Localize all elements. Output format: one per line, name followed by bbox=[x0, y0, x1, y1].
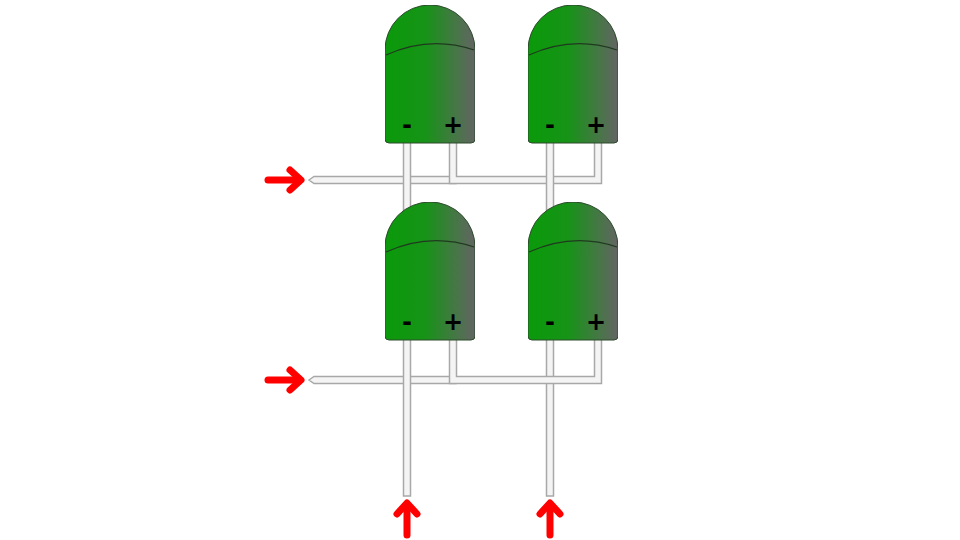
input-arrow bbox=[268, 170, 301, 190]
polarity-mark: - bbox=[545, 111, 555, 139]
pin-polarity-slot: - bbox=[535, 111, 565, 139]
pin-polarity-slot: - bbox=[535, 308, 565, 336]
pin-polarity-slot: + bbox=[438, 111, 468, 139]
polarity-mark: - bbox=[545, 308, 555, 336]
wire-outline bbox=[453, 340, 598, 380]
row-wire bbox=[309, 177, 456, 184]
wire-core bbox=[453, 340, 598, 380]
pin-polarity-slot: + bbox=[581, 308, 611, 336]
pin-polarity-slot: - bbox=[392, 308, 422, 336]
row-wire bbox=[309, 377, 456, 384]
pin-polarity-slot: + bbox=[438, 308, 468, 336]
pin-polarity-slot: + bbox=[581, 111, 611, 139]
polarity-mark: + bbox=[586, 111, 606, 139]
polarity-mark: - bbox=[402, 308, 412, 336]
wire-core bbox=[453, 143, 598, 180]
input-arrow bbox=[540, 503, 560, 535]
polarity-mark: + bbox=[443, 111, 463, 139]
led: -+ bbox=[385, 202, 475, 342]
polarity-mark: + bbox=[443, 308, 463, 336]
column-wire bbox=[404, 338, 411, 496]
led: -+ bbox=[528, 202, 618, 342]
input-arrow bbox=[268, 370, 301, 390]
polarity-mark: + bbox=[586, 308, 606, 336]
input-arrow bbox=[397, 503, 417, 535]
column-wire bbox=[547, 338, 554, 496]
wire-outline bbox=[453, 143, 598, 180]
polarity-mark: - bbox=[402, 111, 412, 139]
led: -+ bbox=[385, 5, 475, 145]
led: -+ bbox=[528, 5, 618, 145]
pin-polarity-slot: - bbox=[392, 111, 422, 139]
wire bbox=[453, 143, 598, 180]
wire bbox=[453, 340, 598, 380]
